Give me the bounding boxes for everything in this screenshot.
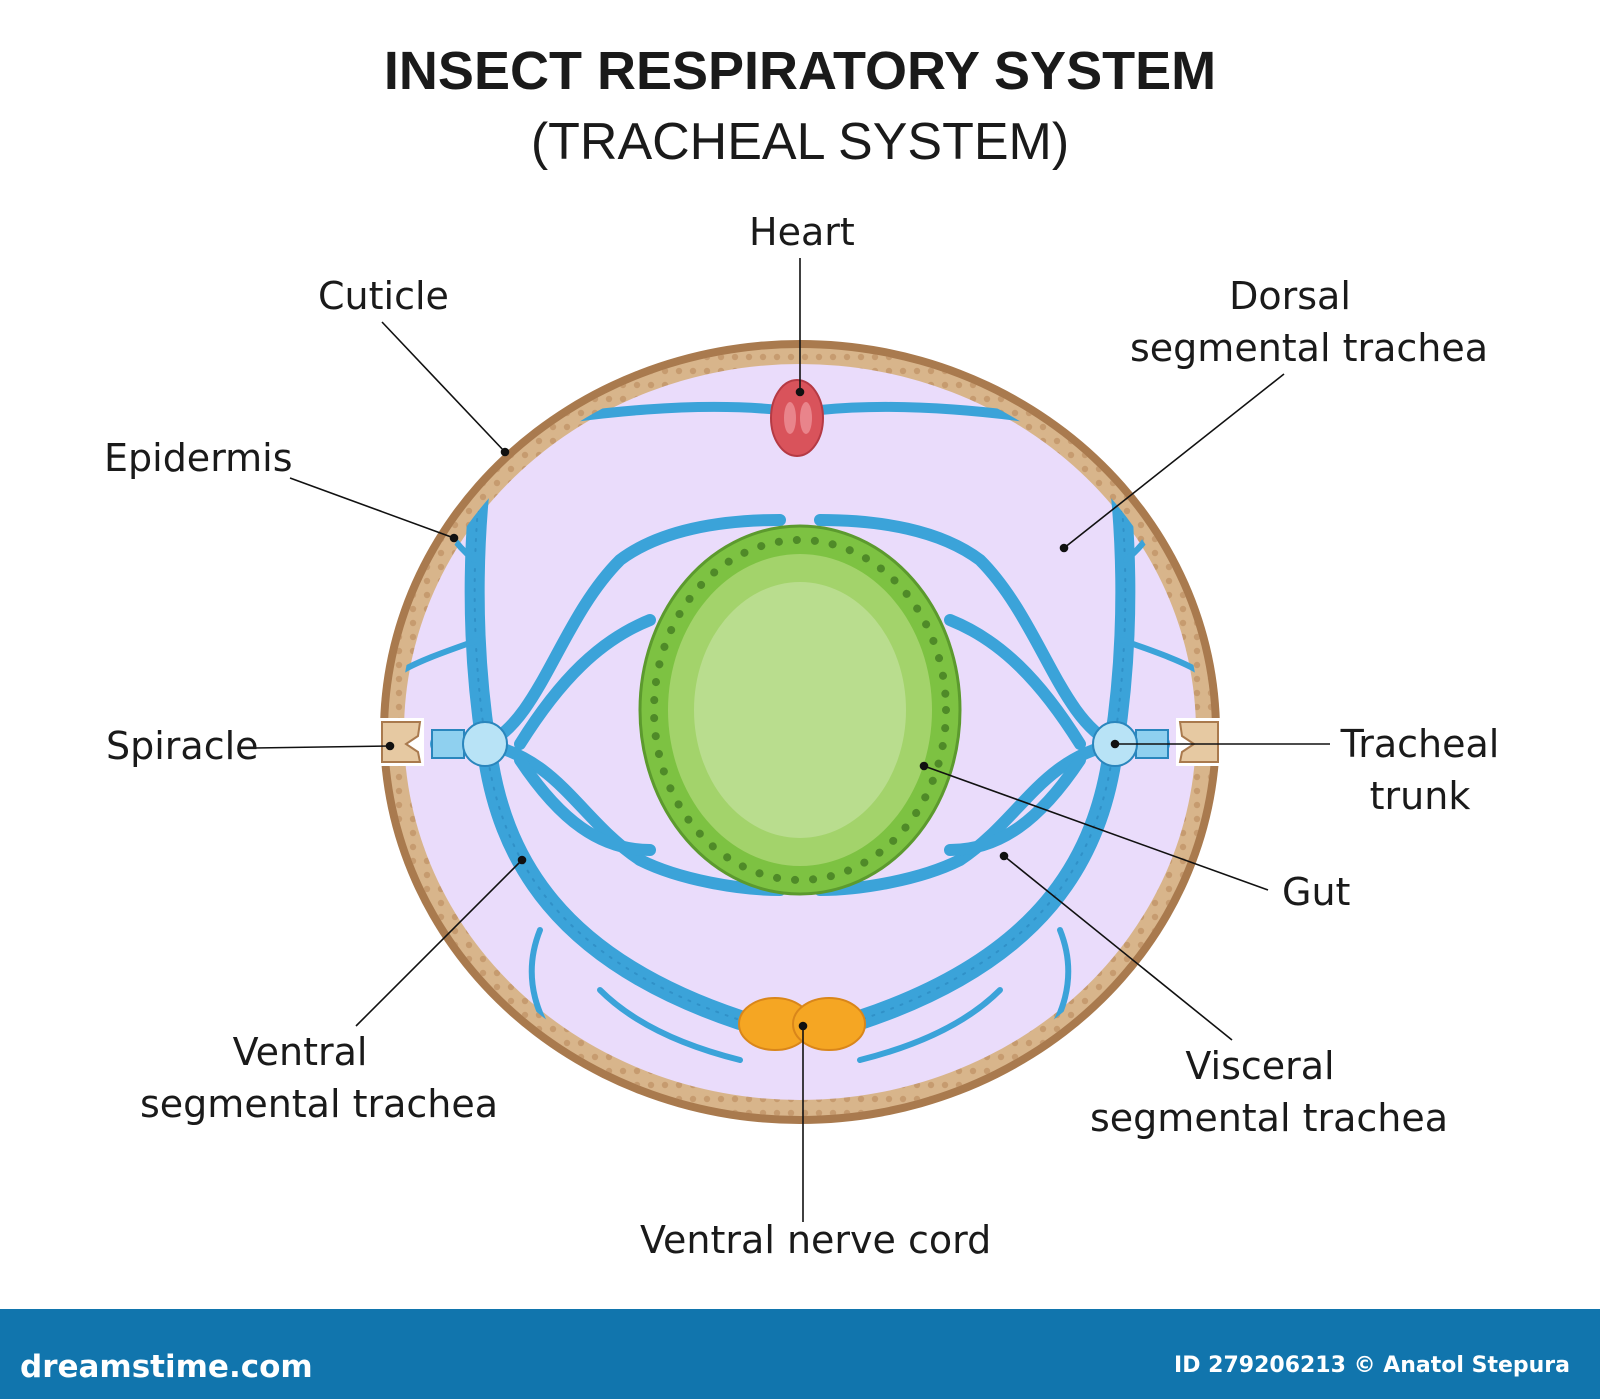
heart [770,379,824,457]
tracheal-system-diagram [253,258,1330,1222]
diagram-title: INSECT RESPIRATORY SYSTEM [383,41,1217,101]
footer-bar: dreamstime.com ID 279206213 © Anatol Ste… [0,1309,1600,1399]
label-ventral-segmental-trachea: Ventral segmental trachea [140,1026,499,1130]
label-tracheal-trunk: Tracheal trunk [1330,718,1510,822]
leader-lines [253,258,1330,1222]
diagram-subtitle: (TRACHEAL SYSTEM) [530,113,1070,171]
label-ventral-nerve-cord: Ventral nerve cord [640,1218,992,1262]
label-dorsal-segmental-trachea: Dorsal segmental trachea [1130,270,1489,374]
label-cuticle: Cuticle [318,274,449,318]
label-tracheal-line1: Tracheal [1340,722,1500,766]
label-dorsal-line1: Dorsal [1229,274,1351,318]
gut [638,524,962,896]
label-spiracle: Spiracle [106,724,259,768]
label-dorsal-line2: segmental trachea [1130,326,1489,370]
spiracle-openings [378,718,1222,766]
ventral-nerve-cord [738,997,866,1051]
label-visceral-line2: segmental trachea [1090,1096,1449,1140]
label-visceral-line1: Visceral [1185,1044,1335,1088]
label-ventral-line2: segmental trachea [140,1082,499,1126]
brand-watermark[interactable]: dreamstime.com [20,1349,313,1385]
label-epidermis: Epidermis [104,436,293,480]
label-visceral-segmental-trachea: Visceral segmental trachea [1090,1040,1449,1144]
label-tracheal-line2: trunk [1369,774,1471,818]
label-gut: Gut [1282,870,1351,914]
label-ventral-line1: Ventral [232,1030,368,1074]
label-heart: Heart [749,210,855,254]
image-credit: ID 279206213 © Anatol Stepura [1174,1353,1570,1378]
